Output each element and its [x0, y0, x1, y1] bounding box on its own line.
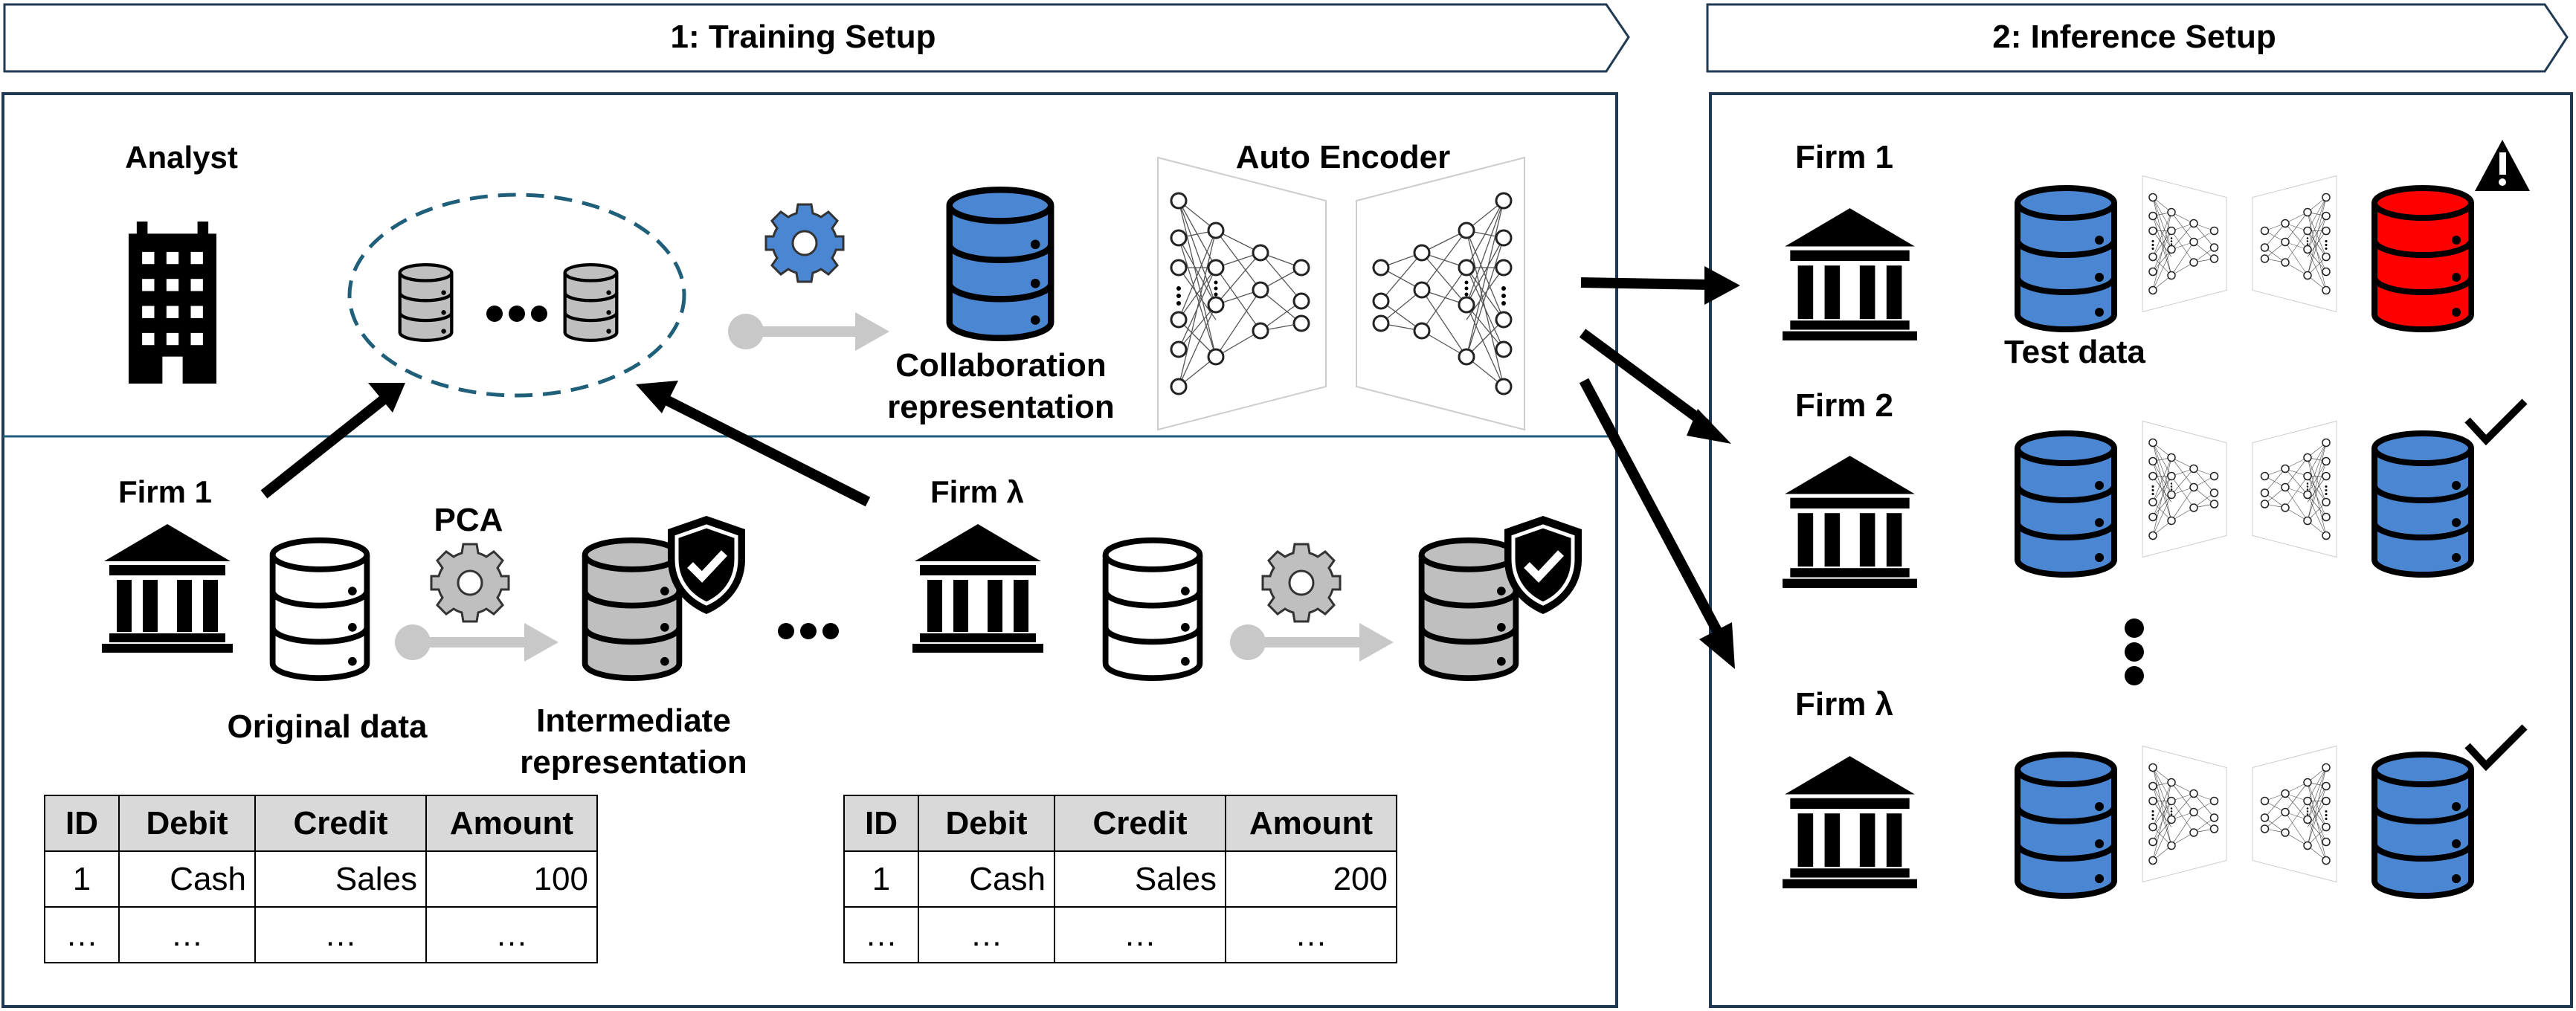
autoencoder-label: Auto Encoder — [1236, 139, 1450, 175]
connector-arrow — [1579, 378, 1735, 669]
intermediate-label-2: representation — [520, 744, 747, 781]
checkmark-icon — [2464, 398, 2528, 446]
neural-network-icon — [2253, 421, 2337, 558]
database-icon — [2374, 755, 2471, 896]
connector-arrow — [1579, 329, 1731, 444]
intermediate-label-1: Intermediate — [536, 702, 731, 739]
database-icon — [1106, 540, 1200, 678]
table-cell-border — [425, 906, 598, 963]
neural-network-icon — [2142, 745, 2227, 883]
table-cell: Cash — [170, 861, 246, 897]
neural-network-icon — [2253, 746, 2337, 882]
bank-icon — [1783, 208, 1917, 340]
test-data-label: Test data — [2004, 334, 2145, 370]
neural-network-icon — [1156, 156, 1327, 431]
inference-header-banner: 2: Inference Setup — [1706, 3, 2569, 73]
inference-panel — [1709, 92, 2573, 1008]
collection-ellipse — [347, 193, 686, 398]
bank-icon — [1783, 756, 1917, 888]
database-icon — [2018, 433, 2114, 575]
analyst-label: Analyst — [125, 140, 238, 175]
ellipsis-dots — [486, 306, 547, 322]
table-cell: Sales — [1135, 861, 1217, 897]
table-cell: 1 — [73, 861, 91, 897]
database-icon — [565, 265, 617, 340]
table-header-cell: ID — [65, 805, 98, 842]
table-header-cell: Debit — [146, 805, 228, 842]
table-header-cell: Debit — [946, 805, 1028, 842]
database-icon — [2018, 188, 2114, 329]
table-header-cell: ID — [865, 805, 898, 842]
table-cell: … — [970, 917, 1003, 953]
process-arrow — [1230, 623, 1394, 662]
process-arrow — [395, 623, 558, 662]
database-icon — [2018, 755, 2114, 896]
table-cell-border — [1225, 906, 1397, 963]
database-icon — [273, 540, 367, 678]
neural-network-icon — [1356, 158, 1524, 430]
table-cell: 200 — [1333, 861, 1388, 897]
neural-network-icon — [2142, 175, 2227, 313]
pca-label: PCA — [434, 502, 503, 538]
table-header-bg — [844, 795, 1397, 851]
bank-icon — [912, 524, 1043, 653]
table-cell: … — [171, 917, 204, 953]
connector-arrow — [1580, 266, 1740, 305]
table-cell: 100 — [534, 861, 588, 897]
table-cell: 1 — [872, 861, 890, 897]
database-icon — [585, 540, 680, 678]
process-arrow — [728, 312, 889, 351]
ellipsis-dots — [778, 623, 839, 639]
table-cell: Cash — [969, 861, 1046, 897]
database-icon — [950, 190, 1052, 338]
table-cell: … — [1124, 917, 1156, 953]
table-cell: … — [324, 917, 357, 953]
gear-icon — [430, 543, 510, 623]
inference-firm2-label: Firm 2 — [1795, 387, 1893, 424]
training-panel — [1, 92, 1618, 1008]
inference-firm-lambda-label: Firm λ — [1795, 686, 1893, 723]
upload-arrow — [260, 383, 405, 499]
bank-icon — [1783, 456, 1917, 588]
firm-lambda-label: Firm λ — [930, 474, 1024, 509]
database-icon — [400, 265, 452, 340]
table-cell: … — [1295, 917, 1327, 953]
table-cell: … — [865, 917, 898, 953]
database-icon — [2374, 433, 2471, 575]
table-header-cell: Credit — [293, 805, 387, 842]
gear-icon — [1261, 543, 1342, 623]
neural-network-icon — [2142, 420, 2227, 558]
collab-label-1: Collaboration — [895, 347, 1107, 384]
original-data-label: Original data — [228, 708, 428, 745]
collab-label-2: representation — [887, 389, 1115, 425]
neural-network-icon — [2253, 176, 2337, 312]
inference-title: 2: Inference Setup — [1992, 19, 2276, 55]
bank-icon — [102, 524, 233, 653]
building-icon — [128, 222, 217, 384]
gear-icon — [764, 203, 845, 283]
firm1-label: Firm 1 — [118, 474, 212, 509]
table-header-cell: Amount — [450, 805, 574, 842]
table-cell: Sales — [335, 861, 417, 897]
table-header-cell: Amount — [1249, 805, 1374, 842]
database-icon — [2374, 188, 2471, 329]
inference-firm1-label: Firm 1 — [1795, 139, 1893, 175]
table-cell: … — [495, 917, 528, 953]
table-cell: … — [65, 917, 98, 953]
training-title: 1: Training Setup — [671, 19, 936, 55]
checkmark-icon — [2464, 724, 2528, 772]
vertical-ellipsis — [2125, 618, 2144, 685]
training-header-banner: 1: Training Setup — [3, 3, 1630, 73]
table-header-bg — [45, 795, 597, 851]
database-icon — [1422, 540, 1516, 678]
warning-icon — [2475, 140, 2530, 191]
upload-arrow — [636, 381, 871, 507]
table-header-cell: Credit — [1092, 805, 1187, 842]
